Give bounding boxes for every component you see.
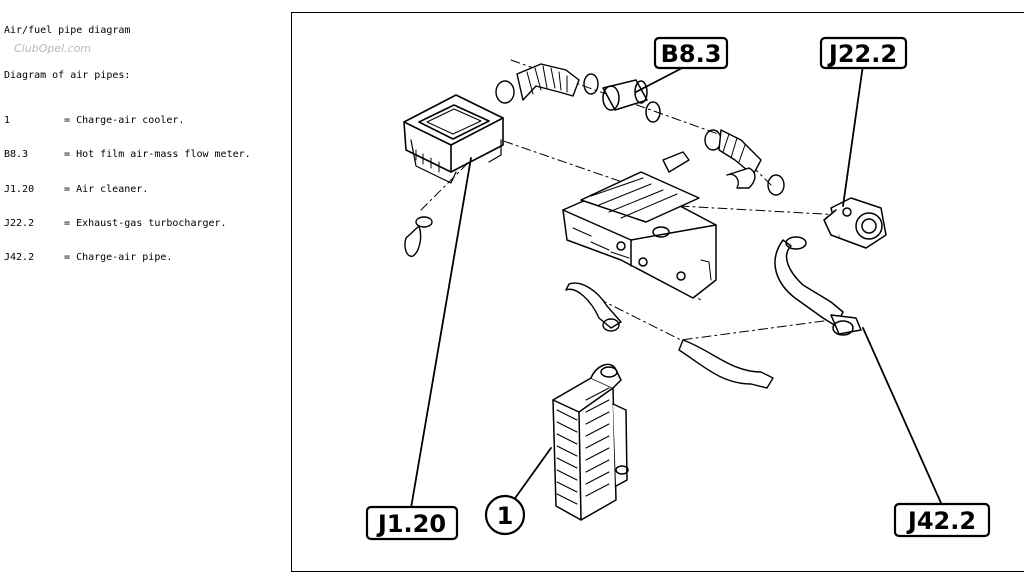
legend-sep: = — [64, 149, 71, 161]
legend-panel: Air/fuel pipe diagram Diagram of air pip… — [4, 2, 284, 275]
legend-desc: Charge-air pipe. — [76, 252, 173, 264]
legend-sep: = — [64, 217, 71, 229]
legend-desc: Air cleaner. — [76, 183, 149, 195]
intake-hose — [495, 63, 599, 104]
turbocharger — [823, 197, 887, 249]
legend-desc: Charge-air cooler. — [76, 115, 185, 127]
legend-desc: Hot film air-mass flow meter. — [76, 149, 251, 161]
air-pipe-diagram: B8.3 J22.2 J1.20 1 J42.2 — [365, 36, 991, 541]
legend-key: B8.3 — [4, 149, 29, 161]
boost-hose — [662, 129, 785, 196]
callout-j42-2: J42.2 — [893, 502, 991, 538]
legend-key: 1 — [4, 115, 11, 127]
callout-1: 1 — [484, 494, 526, 536]
legend-item: J22.2 = Exhaust-gas turbocharger. — [4, 218, 284, 229]
legend-item: J1.20 = Air cleaner. — [4, 184, 284, 195]
legend-item: J42.2 = Charge-air pipe. — [4, 252, 284, 263]
legend-item: B8.3 = Hot film air-mass flow meter. — [4, 149, 284, 160]
callout-label: 1 — [497, 502, 514, 530]
charge-air-pipe — [774, 236, 862, 336]
air-cleaner — [403, 94, 504, 184]
legend-item: 1 = Charge-air cooler. — [4, 115, 284, 126]
legend-key: J22.2 — [4, 217, 35, 229]
legend-desc: Exhaust-gas turbocharger. — [76, 217, 227, 229]
airmass-meter — [602, 79, 661, 123]
callout-label: J22.2 — [827, 40, 897, 68]
callout-j1-20: J1.20 — [365, 505, 459, 541]
legend-heading: Diagram of air pipes: — [4, 70, 131, 82]
engine-block — [562, 171, 717, 299]
charge-hose-left — [565, 282, 622, 332]
charge-hose-right — [678, 339, 774, 389]
callout-b8-3: B8.3 — [653, 36, 729, 70]
legend-sep: = — [64, 115, 71, 127]
legend-key: J1.20 — [4, 183, 35, 195]
callout-label: B8.3 — [661, 40, 722, 68]
charge-air-cooler — [552, 363, 629, 521]
watermark: ClubOpel.com — [14, 42, 92, 55]
legend-sep: = — [64, 252, 71, 264]
legend-key: J42.2 — [4, 252, 35, 264]
callout-label: J42.2 — [906, 507, 976, 535]
callout-j22-2: J22.2 — [819, 36, 908, 70]
inlet-hose — [404, 216, 433, 257]
legend-sep: = — [64, 183, 71, 195]
page-title: Air/fuel pipe diagram — [4, 24, 131, 36]
callout-label: J1.20 — [376, 510, 446, 538]
